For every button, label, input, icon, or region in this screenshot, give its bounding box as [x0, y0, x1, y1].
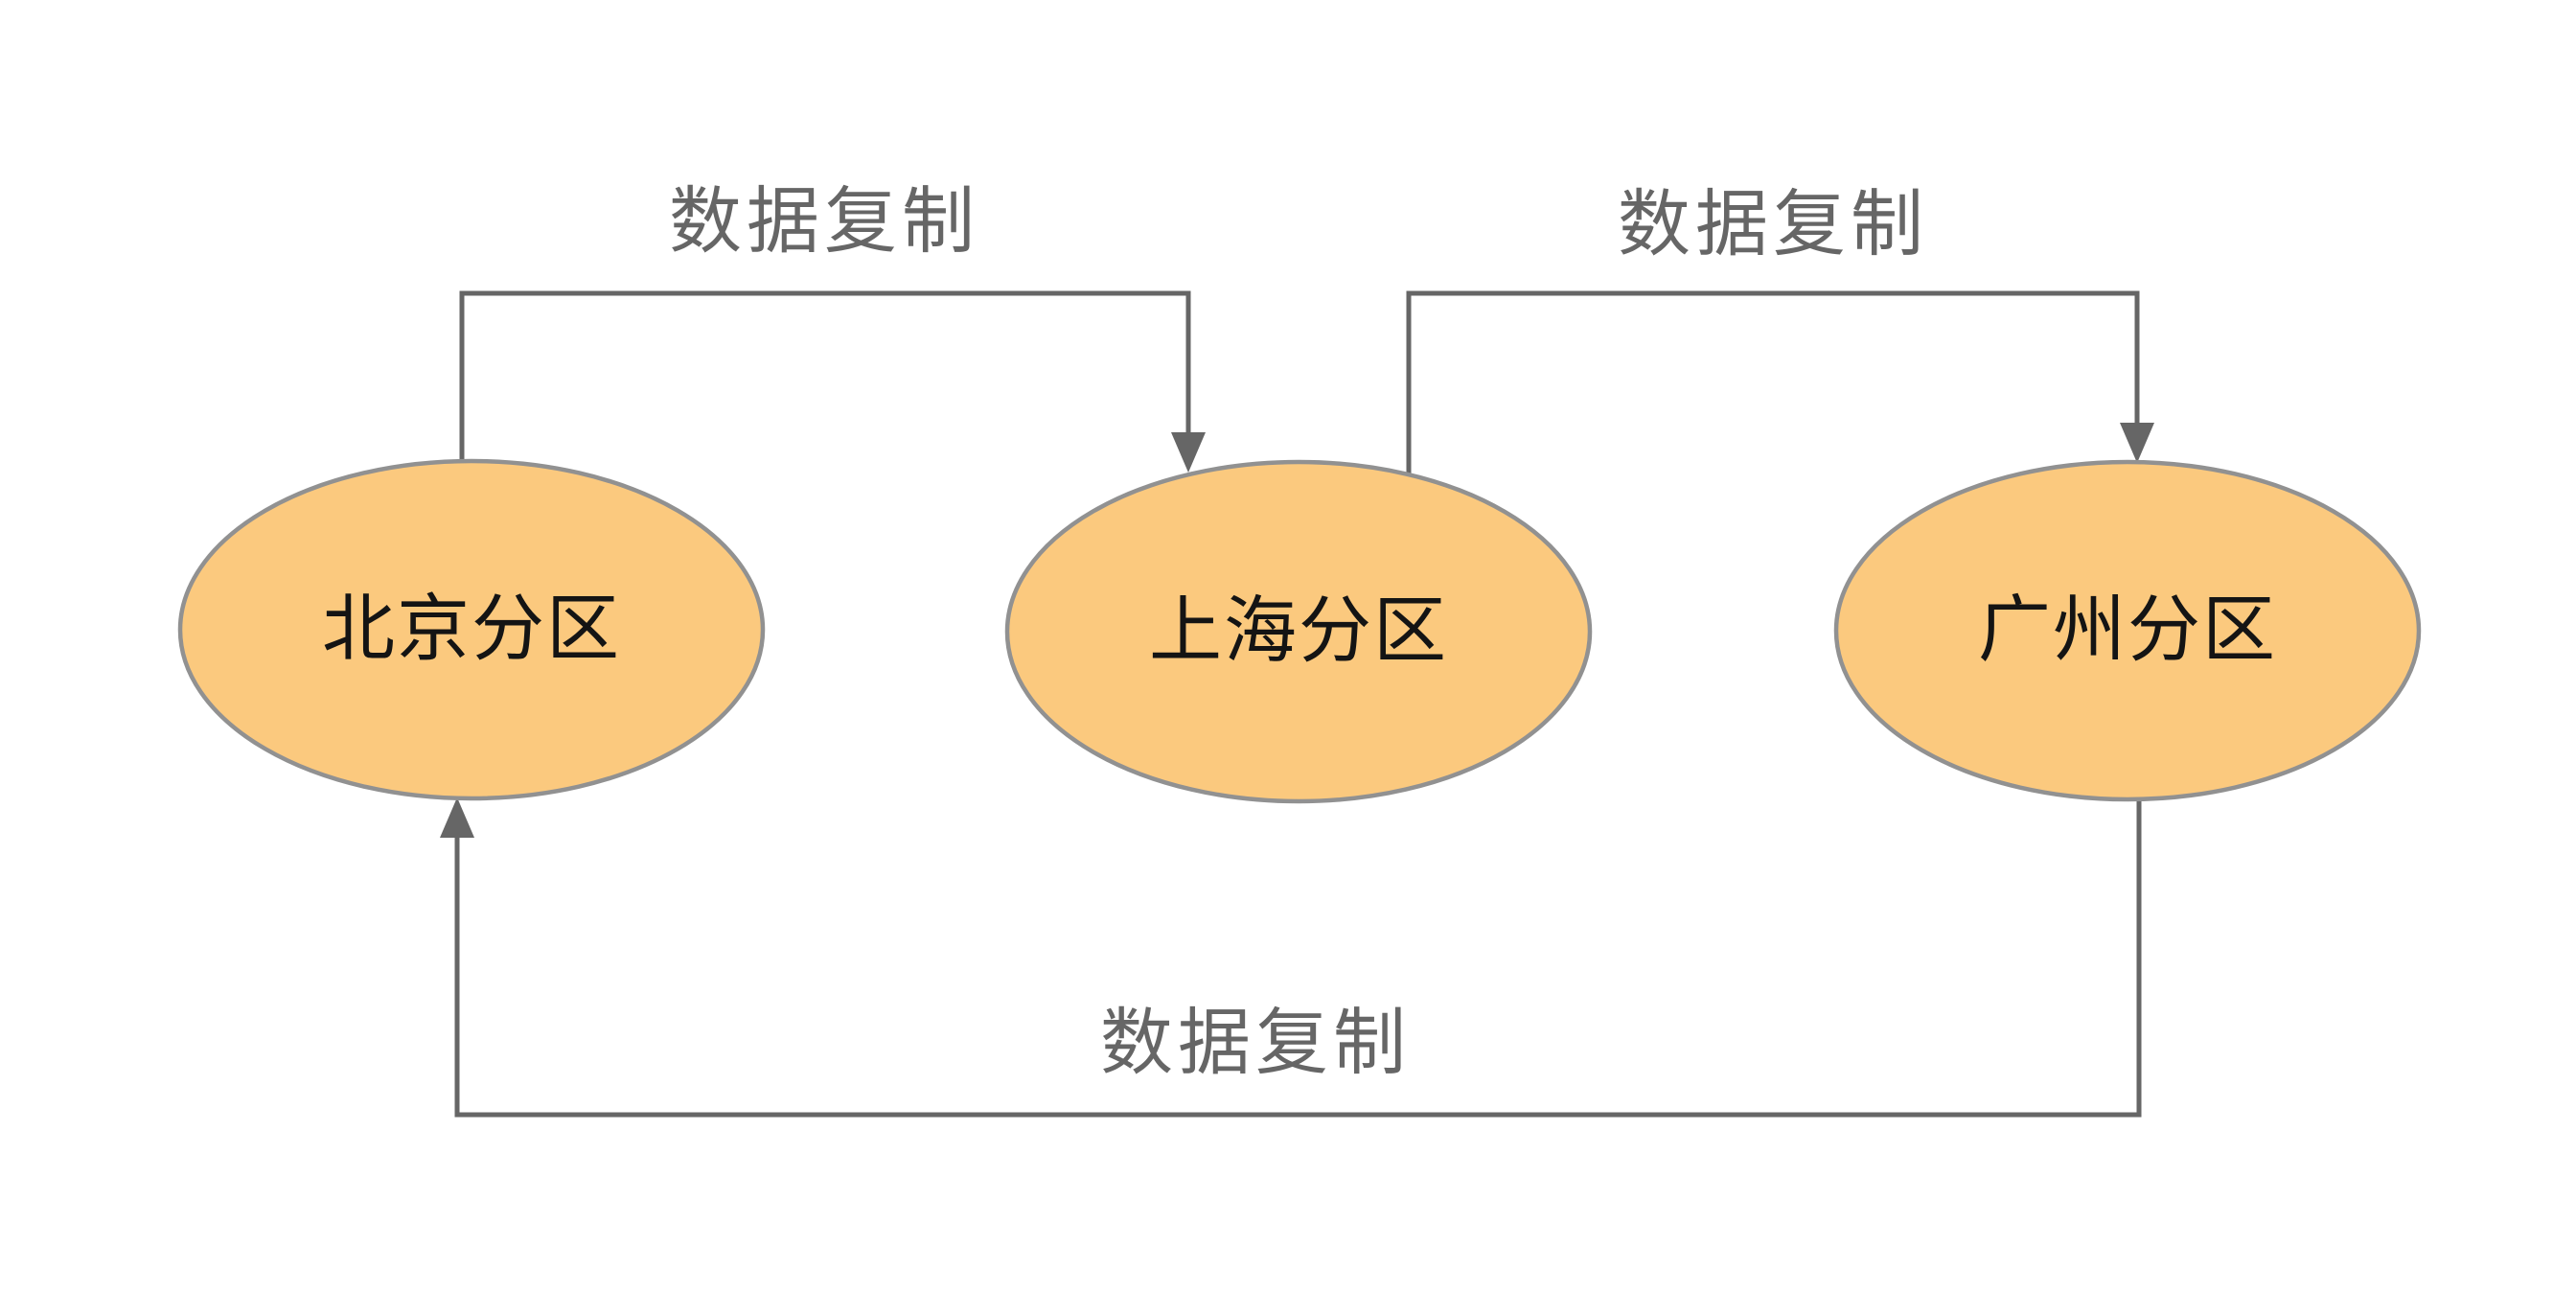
edge-label-beijing-to-shanghai: 数据复制	[669, 181, 979, 263]
edge-guangzhou-to-beijing	[440, 797, 2142, 1118]
edge-label-guangzhou-to-beijing: 数据复制	[1100, 1003, 1411, 1084]
node-label-beijing: 北京分区	[322, 589, 621, 670]
edge-label-shanghai-to-guangzhou: 数据复制	[1618, 184, 1928, 266]
arrowhead-up-icon	[440, 797, 474, 838]
edge-line-shanghai-to-guangzhou	[1406, 290, 2140, 473]
arrowhead-down-icon	[2120, 423, 2154, 463]
arrowhead-down-icon	[1171, 432, 1206, 473]
node-shanghai	[1004, 459, 1593, 804]
edge-line-guangzhou-to-beijing	[454, 799, 2142, 1118]
node-beijing	[177, 458, 766, 801]
edge-beijing-to-shanghai	[459, 290, 1206, 473]
edge-shanghai-to-guangzhou	[1406, 290, 2154, 473]
node-guangzhou	[1833, 459, 2422, 802]
node-label-guangzhou: 广州分区	[1978, 589, 2277, 671]
edge-line-beijing-to-shanghai	[459, 290, 1191, 460]
node-label-shanghai: 上海分区	[1149, 590, 1448, 672]
